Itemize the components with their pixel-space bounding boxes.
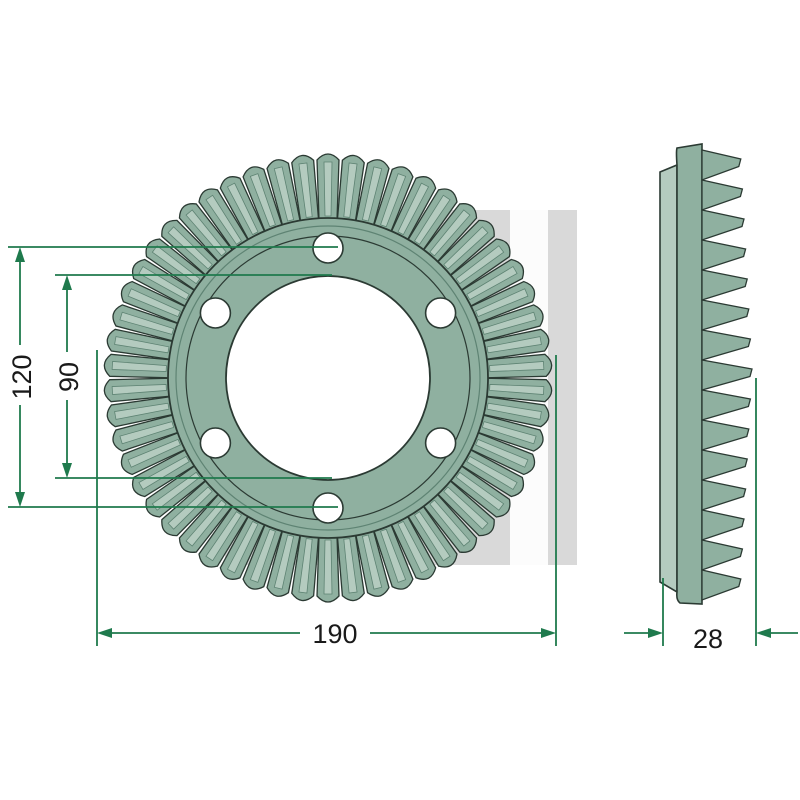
- gear-tooth: [291, 533, 320, 602]
- dim-28-label: 28: [693, 624, 723, 654]
- gear-tooth: [435, 219, 495, 278]
- gear-tooth: [266, 528, 302, 597]
- side-body: [675, 143, 703, 605]
- side-tooth: [701, 479, 747, 511]
- gear-tooth: [120, 431, 188, 476]
- gear-tooth: [354, 159, 390, 228]
- gear-tooth: [161, 219, 221, 278]
- gear-inner-rim: [175, 225, 481, 531]
- gear-tooth: [448, 238, 511, 292]
- bolt-hole: [312, 232, 344, 264]
- gear-tooth: [372, 522, 414, 590]
- gear-tooth: [219, 176, 266, 242]
- dim-190-label: 190: [312, 619, 357, 649]
- arrow-120-bottom: [15, 492, 25, 507]
- gear-tooth: [459, 258, 525, 308]
- arrow-28-right: [756, 628, 771, 638]
- side-tooth: [701, 569, 742, 601]
- side-tooth: [701, 269, 749, 301]
- dimension-arrowheads: [15, 247, 771, 638]
- gear-tooth: [242, 522, 284, 590]
- side-tooth: [701, 329, 752, 361]
- gear-tooth: [421, 492, 478, 553]
- gear-tooth: [291, 154, 320, 223]
- side-tooth: [701, 299, 750, 331]
- gear-tooth: [266, 159, 302, 228]
- gear-tooth: [336, 533, 365, 602]
- gear-tooth: [354, 528, 390, 597]
- arrow-90-top: [62, 275, 72, 290]
- bolt-hole: [199, 427, 232, 459]
- gear-tooth: [390, 514, 437, 580]
- gear-tooth: [390, 176, 437, 242]
- gear-tooth: [406, 504, 458, 568]
- gear-tooth: [336, 154, 365, 223]
- gear-tooth: [316, 535, 340, 603]
- arrow-190-left: [97, 628, 112, 638]
- dimension-lines: [8, 246, 798, 646]
- side-tooth: [701, 419, 750, 451]
- bolt-hole: [424, 297, 457, 329]
- gear-tooth: [112, 413, 181, 452]
- gear-tooth: [468, 431, 536, 476]
- arrow-90-bottom: [62, 463, 72, 478]
- dim-120-label: 120: [7, 354, 37, 399]
- bolt-hole: [199, 297, 232, 329]
- gear-tooth: [103, 377, 172, 403]
- bolt-hole: [312, 492, 344, 524]
- side-hub-face: [659, 163, 678, 594]
- gear-tooth: [481, 328, 550, 361]
- gear-tooth: [103, 353, 172, 379]
- bolt-holes: [199, 232, 457, 524]
- bolt-hole: [424, 427, 457, 459]
- gear-teeth: [103, 153, 553, 603]
- gear-tooth: [435, 478, 495, 537]
- gear-tooth: [372, 166, 414, 234]
- arrow-28-left: [648, 628, 663, 638]
- side-tooth: [701, 239, 747, 271]
- gear-tooth: [112, 304, 181, 343]
- arrow-120-top: [15, 247, 25, 262]
- side-tooth: [701, 209, 745, 241]
- gear-tooth: [481, 395, 550, 428]
- gear-tooth: [198, 188, 250, 252]
- gear-tooth: [106, 328, 175, 361]
- gear-tooth: [421, 203, 478, 264]
- side-tooth: [701, 509, 745, 541]
- gear-tooth: [120, 280, 188, 325]
- side-tooth: [701, 539, 744, 571]
- gear-tooth: [475, 413, 544, 452]
- gear-tooth: [198, 504, 250, 568]
- gear-tooth: [484, 353, 553, 379]
- gear-tooth: [178, 203, 235, 264]
- dim-90-label: 90: [54, 362, 84, 392]
- arrow-190-right: [541, 628, 556, 638]
- side-tooth: [701, 389, 752, 421]
- gear-tooth: [475, 304, 544, 343]
- gear-tooth: [459, 448, 525, 498]
- ring-gear-side-view: [659, 143, 753, 605]
- gear-tooth: [178, 492, 235, 553]
- gear-tooth: [316, 153, 340, 221]
- side-tooth: [701, 149, 742, 181]
- gear-tooth: [468, 280, 536, 325]
- gear-tooth: [242, 166, 284, 234]
- center-bore: [225, 275, 431, 481]
- gear-tooth: [406, 188, 458, 252]
- side-teeth: [701, 149, 753, 601]
- side-tooth: [701, 359, 753, 391]
- gear-tooth: [484, 377, 553, 403]
- gear-tooth: [106, 395, 175, 428]
- gear-tooth: [219, 514, 266, 580]
- gear-tooth: [448, 464, 511, 518]
- ring-gear-front-view: [103, 153, 553, 603]
- side-tooth: [701, 179, 744, 211]
- side-tooth: [701, 449, 749, 481]
